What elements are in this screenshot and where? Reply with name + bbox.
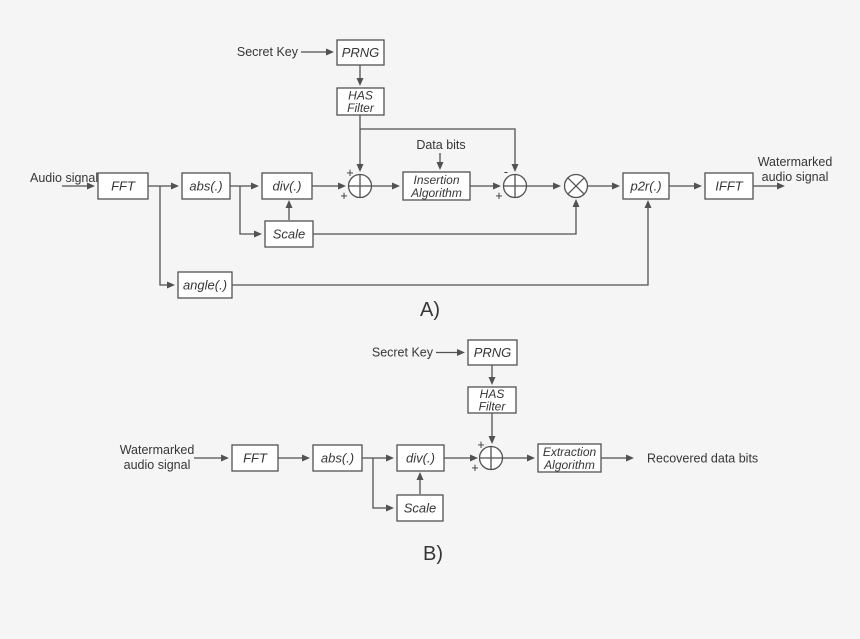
- adder1-left-sign: +: [340, 189, 347, 203]
- audio-signal-label: Audio signal: [30, 171, 98, 185]
- recovered-data-bits-label: Recovered data bits: [647, 452, 758, 466]
- scale-block: [396, 494, 444, 522]
- embedder-blocks: FFT abs(.) div(.) Scale angle(.) PRNG HA…: [97, 39, 754, 299]
- prng-block: [336, 39, 385, 66]
- abs-block-label: abs(.): [321, 451, 354, 466]
- adder-top-sign: +: [477, 438, 484, 452]
- abs-block: [181, 172, 231, 200]
- extractor-wires: [194, 349, 634, 512]
- embedder-adder2: - +: [495, 165, 528, 203]
- scale-block-label: Scale: [273, 227, 306, 242]
- prng-block-label: PRNG: [342, 45, 380, 60]
- wire-angle-to-p2r: [232, 200, 652, 286]
- extraction-label-line1: Extraction: [543, 445, 597, 459]
- adder2-top-sign: -: [504, 165, 508, 179]
- watermarked-output-label-line2: audio signal: [762, 170, 829, 184]
- div-block: [261, 172, 313, 200]
- insertion-label-line2: Algorithm: [410, 186, 462, 200]
- angle-block: [177, 271, 233, 299]
- section-b-label: B): [423, 543, 443, 565]
- scale-block-label: Scale: [404, 501, 437, 516]
- scale-block: [264, 220, 314, 248]
- ifft-block: [704, 172, 754, 200]
- extraction-label-line2: Algorithm: [543, 458, 595, 472]
- has-filter-label-line2: Filter: [479, 400, 507, 414]
- secret-key-label: Secret Key: [372, 346, 434, 360]
- adder2-left-sign: +: [495, 189, 502, 203]
- has-filter-block: [467, 386, 517, 414]
- adder1-top-sign: +: [346, 166, 353, 180]
- adder-cross-icon: [479, 446, 503, 470]
- has-filter-block: [336, 87, 385, 116]
- secret-key-label: Secret Key: [237, 45, 299, 59]
- abs-block-label: abs(.): [189, 179, 222, 194]
- embedder-adder1: + +: [340, 166, 373, 203]
- embedder-diagram: FFT abs(.) div(.) Scale angle(.) PRNG HA…: [30, 39, 833, 321]
- insertion-label-line1: Insertion: [413, 173, 459, 187]
- section-a-label: A): [420, 299, 440, 321]
- wire-abs-to-scale: [372, 458, 394, 512]
- extractor-diagram: FFT abs(.) div(.) Scale PRNG HAS Filter …: [120, 339, 758, 565]
- has-filter-label-line2: Filter: [347, 101, 375, 115]
- abs-block: [312, 444, 363, 472]
- extraction-algorithm-block: [537, 443, 602, 473]
- extractor-adder: + +: [471, 438, 504, 475]
- extractor-blocks: FFT abs(.) div(.) Scale PRNG HAS Filter …: [231, 339, 602, 522]
- adder-left-sign: +: [471, 461, 478, 475]
- watermarked-output-label-line1: Watermarked: [758, 155, 833, 169]
- insertion-algorithm-block: [402, 171, 471, 201]
- embedder-wires: [62, 48, 785, 289]
- wire-fft-to-angle: [159, 186, 175, 289]
- fft-block: [231, 444, 279, 472]
- wire-scale-to-multiplier: [313, 199, 580, 235]
- p2r-block-label: p2r(.): [629, 179, 661, 194]
- ifft-block-label: IFFT: [715, 179, 743, 194]
- data-bits-label: Data bits: [416, 138, 465, 152]
- p2r-block: [622, 172, 670, 200]
- angle-block-label: angle(.): [183, 278, 227, 293]
- watermarked-input-label-line2: audio signal: [124, 458, 191, 472]
- watermarked-input-label-line1: Watermarked: [120, 443, 195, 457]
- prng-block-label: PRNG: [474, 345, 512, 360]
- has-filter-label-line1: HAS: [348, 89, 373, 103]
- div-block-label: div(.): [406, 451, 435, 466]
- adder-cross-icon: [503, 174, 527, 198]
- fft-block: [97, 172, 149, 200]
- multiplier-cross-icon: [567, 177, 585, 195]
- prng-block: [467, 339, 518, 366]
- fft-block-label: FFT: [243, 451, 268, 466]
- wire-hasfilter-to-adder2: [360, 128, 519, 172]
- adder-cross-icon: [348, 174, 372, 198]
- has-filter-label-line1: HAS: [480, 387, 505, 401]
- wire-abs-to-scale: [239, 186, 262, 238]
- div-block: [396, 444, 445, 472]
- embedder-multiplier: [563, 173, 589, 199]
- div-block-label: div(.): [273, 179, 302, 194]
- fft-block-label: FFT: [111, 179, 136, 194]
